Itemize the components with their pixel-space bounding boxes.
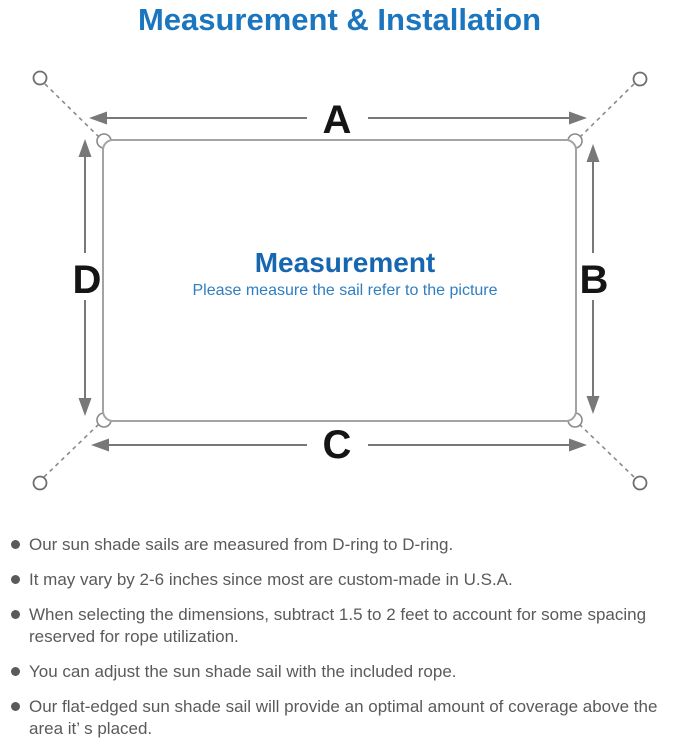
- note-text: It may vary by 2-6 inches since most are…: [29, 570, 513, 589]
- tie-line-top-left: [44, 83, 102, 140]
- list-item: When selecting the dimensions, subtract …: [11, 604, 673, 648]
- diagram-center-title: Measurement: [255, 247, 436, 278]
- note-text: Our sun shade sails are measured from D-…: [29, 535, 454, 554]
- dimension-arrow-a: [89, 111, 587, 125]
- dimension-label-d: D: [73, 258, 102, 302]
- dimension-arrow-c: [91, 438, 587, 452]
- dimension-arrow-b: [586, 144, 600, 414]
- list-item: Our flat-edged sun shade sail will provi…: [11, 696, 673, 739]
- note-text: When selecting the dimensions, subtract …: [29, 605, 647, 646]
- dimension-arrow-d: [78, 139, 92, 416]
- note-text: You can adjust the sun shade sail with t…: [29, 662, 457, 681]
- note-text: Our flat-edged sun shade sail will provi…: [29, 697, 658, 738]
- tie-line-bottom-right: [577, 422, 635, 478]
- list-item: Our sun shade sails are measured from D-…: [11, 534, 673, 556]
- dimension-label-c: C: [323, 423, 352, 467]
- bullet-icon: [11, 667, 20, 676]
- bullet-icon: [11, 702, 20, 711]
- bullet-icon: [11, 575, 20, 584]
- tie-line-top-right: [577, 83, 635, 140]
- anchor-rings: [32, 70, 648, 491]
- diagram-center-subtitle: Please measure the sail refer to the pic…: [192, 282, 497, 299]
- page-title: Measurement & Installation: [137, 2, 542, 37]
- corner-tie-lines: [43, 83, 635, 478]
- notes-list: Our sun shade sails are measured from D-…: [0, 534, 679, 739]
- bullet-icon: [11, 610, 20, 619]
- bullet-icon: [11, 540, 20, 549]
- anchor-ring-top-right: [632, 71, 648, 87]
- measurement-diagram: A B C D Measurement Please measure the s…: [32, 70, 648, 491]
- tie-line-bottom-left: [43, 422, 101, 478]
- list-item: You can adjust the sun shade sail with t…: [11, 661, 673, 683]
- dimension-label-b: B: [580, 258, 609, 302]
- dimension-label-a: A: [323, 98, 352, 142]
- anchor-ring-top-left: [32, 70, 48, 86]
- list-item: It may vary by 2-6 inches since most are…: [11, 569, 673, 591]
- sail-rectangle: [102, 139, 577, 422]
- anchor-ring-bottom-left: [32, 475, 48, 491]
- anchor-ring-bottom-right: [632, 475, 648, 491]
